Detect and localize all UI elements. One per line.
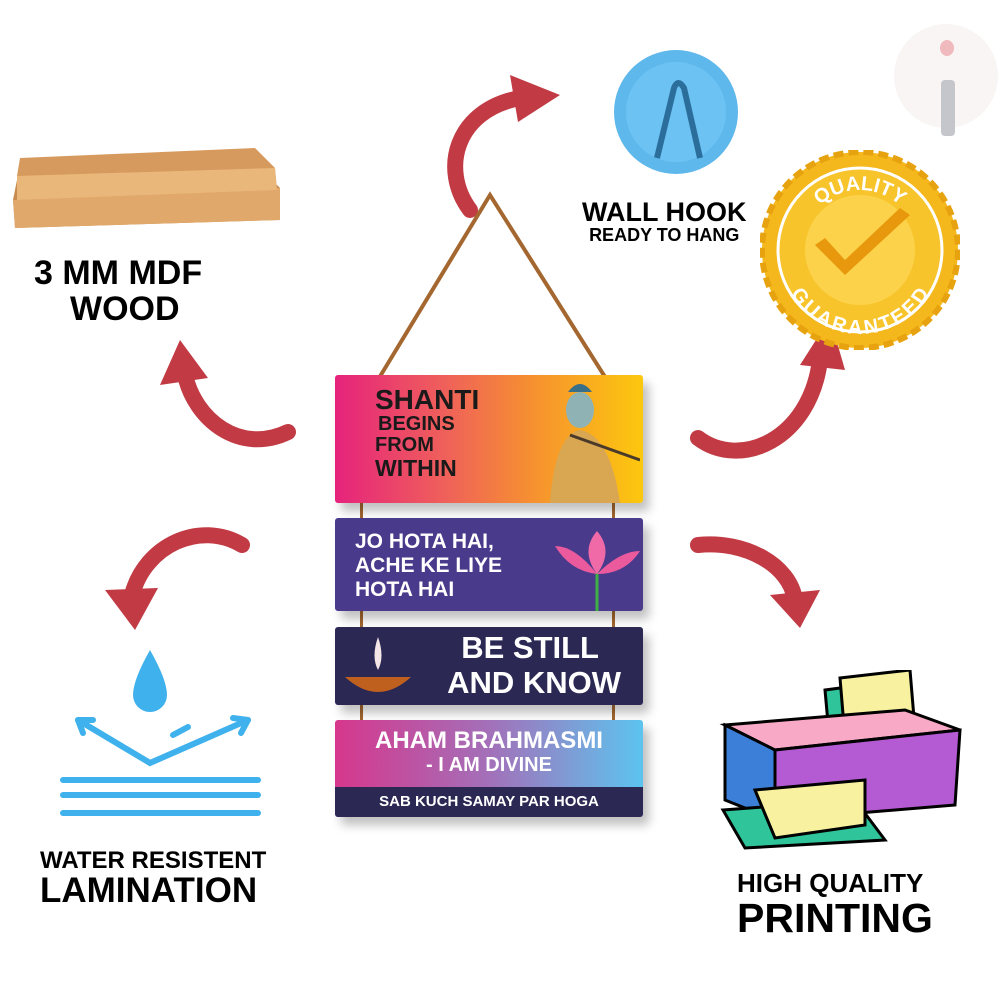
- sign-text: - I AM DIVINE: [426, 754, 552, 777]
- sign-text-block: JO HOTA HAI, ACHE KE LIYE HOTA HAI: [355, 530, 502, 602]
- sign-text: FROM: [375, 434, 434, 457]
- sign-text-block: BE STILL AND KNOW: [447, 630, 621, 700]
- lamination-line2: LAMINATION: [40, 871, 258, 911]
- printing-label: HIGH QUALITY PRINTING: [737, 868, 933, 942]
- quality-badge-icon: QUALITY GUARANTEED: [760, 150, 960, 350]
- arrowhead-icon: [105, 588, 158, 630]
- rope-segment: [360, 600, 363, 640]
- rope-segment: [360, 695, 363, 730]
- arrow-to-printing: [690, 536, 803, 608]
- sign-text: BEGINS: [378, 413, 455, 436]
- arrowhead-icon: [770, 590, 820, 628]
- lotus-icon: [555, 531, 640, 611]
- wall-hook-subtitle: READY TO HANG: [589, 225, 740, 246]
- sign-board-jo-hota-hai: JO HOTA HAI, ACHE KE LIYE HOTA HAI: [335, 518, 643, 611]
- check-icon: [815, 208, 910, 275]
- wood-label: 3 MM MDF WOOD: [34, 254, 203, 328]
- sign-text: ACHE KE LIYE: [355, 554, 503, 578]
- printer-icon: [719, 670, 962, 850]
- wood-label-line2: WOOD: [70, 289, 180, 328]
- wood-label-line1: 3 MM MDF: [34, 254, 203, 292]
- sign-text: SHANTI: [375, 384, 480, 415]
- sign-board-shanti: SHANTI BEGINS FROM WITHIN: [335, 375, 643, 503]
- sign-board-aham-brahmasmi: AHAM BRAHMASMI - I AM DIVINE SAB KUCH SA…: [335, 720, 643, 817]
- logo-dot-icon: [940, 40, 954, 56]
- sign-text: AHAM BRAHMASMI: [375, 727, 603, 754]
- wall-hook-icon: [614, 50, 738, 174]
- arrow-to-wood: [177, 367, 296, 448]
- sign-text: HOTA HAI: [355, 578, 455, 602]
- logo-stem-icon: [941, 80, 955, 136]
- water-drop-icon: [133, 650, 167, 712]
- krishna-illustration-icon: [550, 384, 640, 503]
- sign-text: WITHIN: [375, 455, 457, 482]
- sign-text: AND KNOW: [447, 664, 621, 700]
- water-resistant-icon: [60, 650, 261, 816]
- lamination-line1: WATER RESISTENT: [40, 847, 267, 874]
- arrowhead-icon: [510, 75, 560, 122]
- sign-text-block: SHANTI BEGINS FROM WITHIN: [375, 385, 479, 481]
- arrow-to-lamination: [124, 527, 250, 603]
- wall-hook-title: WALL HOOK: [582, 197, 747, 227]
- sign-text: BE STILL: [461, 630, 599, 665]
- rope-segment: [612, 490, 615, 530]
- sign-text-block: AHAM BRAHMASMI - I AM DIVINE: [335, 727, 643, 777]
- printing-line2: PRINTING: [737, 895, 933, 942]
- rope-segment: [612, 600, 615, 640]
- printing-line1: HIGH QUALITY: [737, 868, 924, 898]
- diya-lamp-icon: [345, 637, 411, 692]
- sign-strip-text: SAB KUCH SAMAY PAR HOGA: [335, 787, 643, 817]
- sign-board-be-still: BE STILL AND KNOW: [335, 627, 643, 705]
- lamination-label: WATER RESISTENT LAMINATION: [40, 848, 266, 910]
- arrow-to-hook: [447, 90, 528, 218]
- arrow-to-badge: [690, 352, 828, 459]
- brand-logo: [894, 24, 998, 136]
- wall-hook-label: WALL HOOK READY TO HANG: [582, 198, 747, 245]
- rope-segment: [612, 695, 615, 730]
- rope-segment: [360, 490, 363, 530]
- wood-planks-icon: [13, 148, 280, 228]
- arrowhead-icon: [160, 340, 208, 385]
- sign-text: JO HOTA HAI,: [355, 530, 494, 553]
